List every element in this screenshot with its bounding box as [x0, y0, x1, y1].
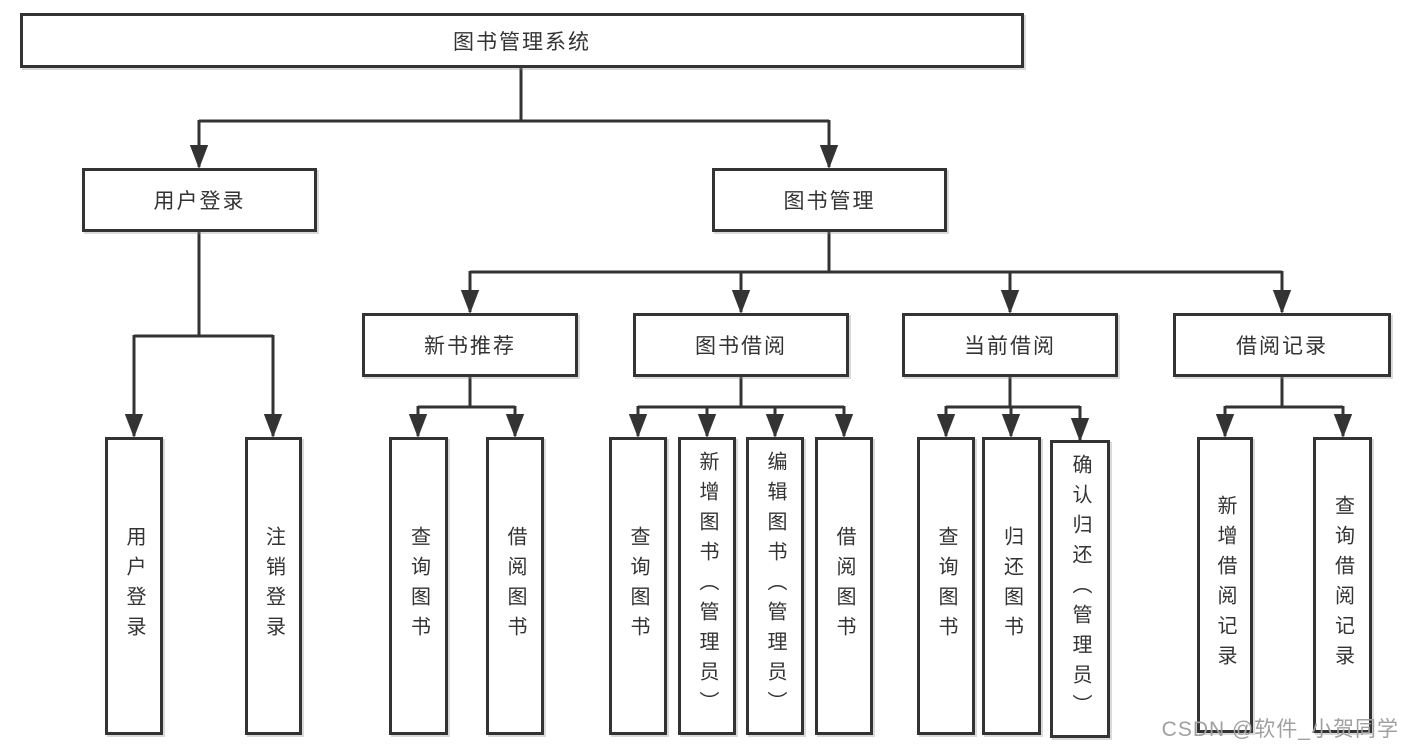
leaf-add-borrow-record-label: 新增借阅记录 — [1214, 495, 1236, 675]
leaf-return-books-label: 归还图书 — [1000, 526, 1023, 646]
node-library-system: 图书管理系统 — [20, 13, 1024, 68]
leaf-return-books: 归还图书 — [982, 437, 1041, 735]
node-book-management-label: 图书管理 — [783, 190, 876, 213]
leaf-edit-book-admin: 编辑图书（管理员） — [746, 437, 804, 735]
leaf-search-borrow-record: 查询借阅记录 — [1313, 437, 1372, 733]
connector-book-management — [470, 232, 1282, 274]
leaf-user-login-label: 用户登录 — [123, 526, 145, 646]
node-user-login: 用户登录 — [82, 168, 317, 232]
node-current-borrowing-label: 当前借阅 — [964, 335, 1056, 358]
node-user-login-label: 用户登录 — [153, 190, 246, 213]
leaf-logout: 注销登录 — [245, 437, 302, 735]
node-library-system-label: 图书管理系统 — [453, 30, 591, 54]
leaf-confirm-return-admin-label: 确认归还（管理员） — [1069, 454, 1091, 724]
node-new-book-recommendation: 新书推荐 — [362, 313, 578, 377]
leaf-search-books-borrowing: 查询图书 — [609, 437, 667, 735]
node-book-management: 图书管理 — [712, 168, 947, 232]
leaf-search-books-current: 查询图书 — [917, 437, 975, 735]
node-borrowing-records: 借阅记录 — [1173, 313, 1391, 377]
leaf-search-books-borrowing-label: 查询图书 — [627, 526, 649, 646]
leaf-search-books-recommend: 查询图书 — [389, 437, 448, 735]
leaf-borrow-books-borrowing: 借阅图书 — [815, 437, 873, 735]
leaf-edit-book-admin-label: 编辑图书（管理员） — [764, 451, 786, 721]
leaf-search-books-current-label: 查询图书 — [935, 526, 957, 646]
node-borrowing-records-label: 借阅记录 — [1236, 335, 1328, 358]
connector-user-login — [134, 232, 273, 338]
leaf-add-book-admin: 新增图书（管理员） — [678, 437, 736, 735]
leaf-borrow-books-recommend-label: 借阅图书 — [504, 526, 526, 646]
connector-current-borrowing — [946, 377, 1080, 409]
leaf-add-borrow-record: 新增借阅记录 — [1197, 437, 1253, 733]
connector-borrowing-records — [1225, 377, 1343, 409]
connector-book-borrowing — [638, 377, 844, 409]
connector-root — [199, 68, 829, 123]
connector-arrows — [124, 120, 1353, 442]
node-book-borrowing-label: 图书借阅 — [695, 335, 787, 358]
csdn-watermark: CSDN @软件_小贺同学 — [1161, 718, 1399, 741]
leaf-user-login: 用户登录 — [105, 437, 163, 735]
leaf-search-books-recommend-label: 查询图书 — [407, 526, 430, 646]
leaf-confirm-return-admin: 确认归还（管理员） — [1050, 440, 1110, 738]
node-current-borrowing: 当前借阅 — [902, 313, 1118, 377]
node-new-book-recommendation-label: 新书推荐 — [424, 335, 516, 358]
leaf-add-book-admin-label: 新增图书（管理员） — [696, 451, 718, 721]
node-book-borrowing: 图书借阅 — [633, 313, 849, 377]
connector-new-book — [418, 377, 515, 409]
leaf-borrow-books-borrowing-label: 借阅图书 — [833, 526, 855, 646]
leaf-logout-label: 注销登录 — [262, 526, 285, 646]
leaf-search-borrow-record-label: 查询借阅记录 — [1331, 495, 1354, 675]
leaf-borrow-books-recommend: 借阅图书 — [486, 437, 544, 735]
connector-trunks — [134, 68, 1343, 409]
